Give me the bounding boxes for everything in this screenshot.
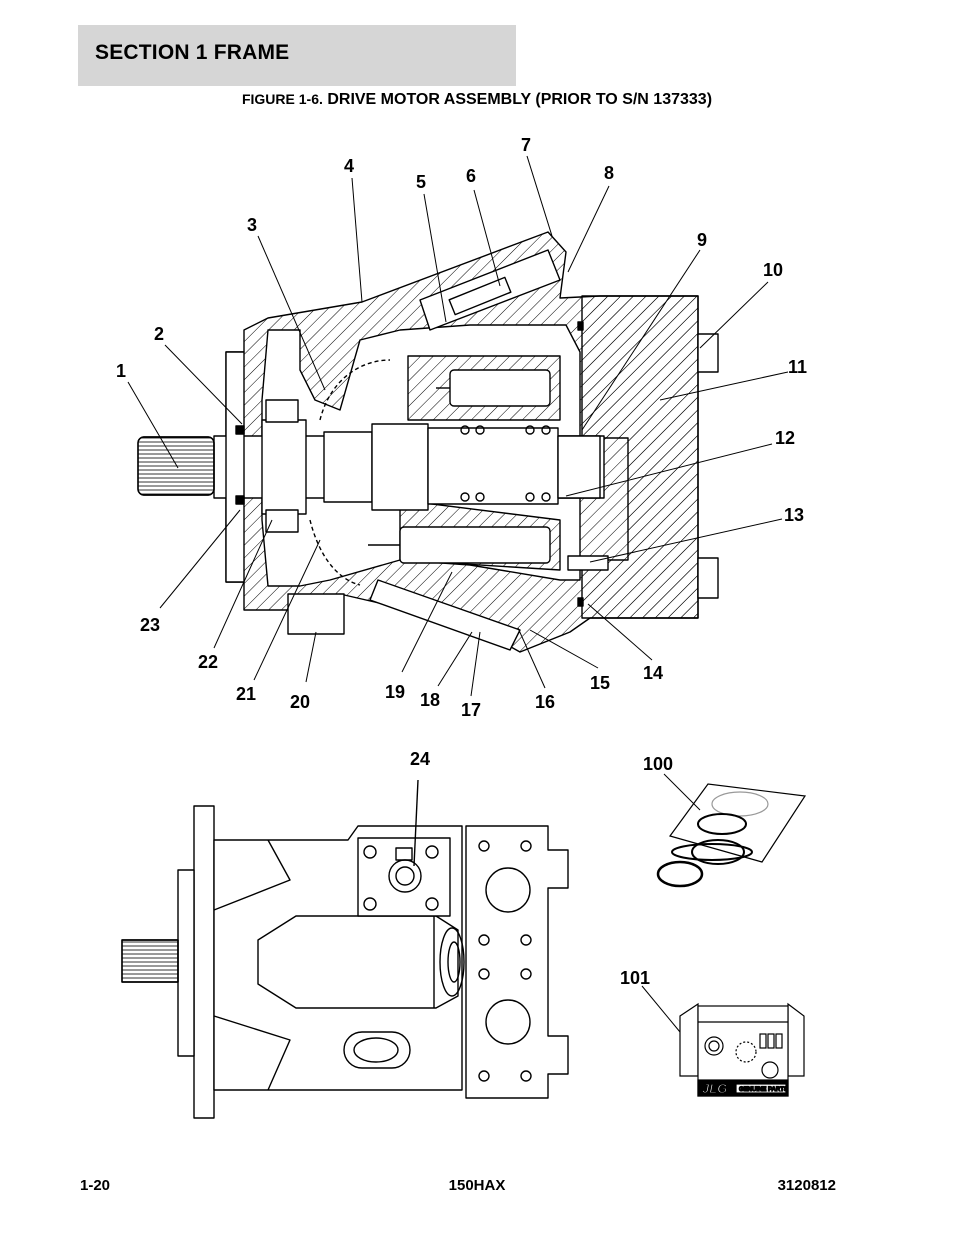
callout-100: 100 [643,754,673,774]
splined-shaft-end [137,436,215,496]
callout-8: 8 [604,163,614,183]
kit-brand: JLG [702,1081,727,1096]
cover-plate [465,825,569,1099]
callout-4: 4 [344,156,354,176]
callout-2: 2 [154,324,164,344]
body-taper [257,915,459,1009]
callout-5: 5 [416,172,426,192]
page-number: 1-20 [80,1177,111,1194]
port-flange [287,593,345,635]
document-number: 3120812 [777,1177,836,1194]
leader-lines [127,155,789,697]
bearing-front-top [265,399,299,423]
callout-6: 6 [466,166,476,186]
cross-section-view [137,231,719,653]
callout-7: 7 [521,135,531,155]
model-name: 150HAX [448,1177,506,1194]
section-title: SECTION 1 FRAME [95,41,290,64]
bearing-front-bottom [265,509,299,533]
callout-3: 3 [247,215,257,235]
exterior-view [121,779,569,1119]
splined-shaft [121,939,179,983]
callout-16: 16 [535,692,555,712]
lower-control [369,579,521,651]
callout-21: 21 [236,684,256,704]
callout-12: 12 [775,428,795,448]
callout-23: 23 [140,615,160,635]
callout-17: 17 [461,700,481,720]
seal-kit-bag [669,783,807,863]
callout-20: 20 [290,692,310,712]
figure-caption: DRIVE MOTOR ASSEMBLY (PRIOR TO S/N 13733… [327,91,713,108]
callout-19: 19 [385,682,405,702]
side-boss-top [697,333,719,373]
kit-brand-label: GENUINE PARTS [739,1087,788,1093]
piston-upper [449,369,551,407]
seal-kit [656,773,807,888]
port-block [357,837,451,917]
callout-22: 22 [198,652,218,672]
callout-101: 101 [620,968,650,988]
callout-13: 13 [784,505,804,525]
callout-labels: 1 2 3 4 5 6 7 8 9 10 11 12 13 14 15 16 1… [116,135,807,988]
figure-prefix: FIGURE 1-6. [241,91,323,107]
parts-kit-box: JLG GENUINE PARTS [641,985,805,1097]
piston-lower [399,526,551,564]
side-boss-bottom [697,557,719,599]
mount-flange [225,351,245,583]
figure-title: FIGURE 1-6. DRIVE MOTOR ASSEMBLY (PRIOR … [0,91,954,109]
section-header-band [78,25,516,86]
callout-18: 18 [420,690,440,710]
callout-24: 24 [410,749,430,769]
callout-14: 14 [643,663,663,683]
callout-15: 15 [590,673,610,693]
callout-10: 10 [763,260,783,280]
callout-11: 11 [788,357,807,377]
callout-9: 9 [697,230,707,250]
callout-1: 1 [116,361,126,381]
front-flange [193,805,215,1119]
